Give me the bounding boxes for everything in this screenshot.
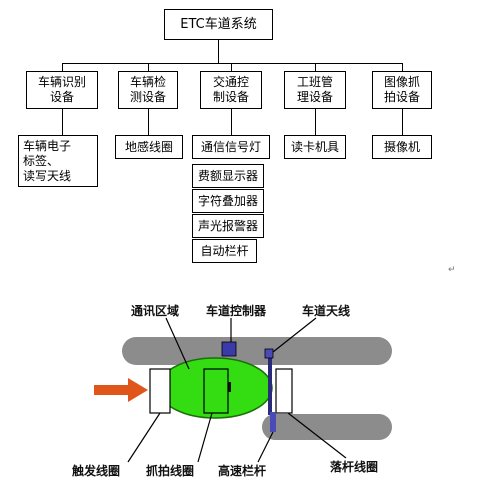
device-signal-light: 通信信号灯 — [192, 135, 270, 159]
device-loop-coil: 地感线圈 — [115, 135, 183, 159]
lane-center-mark — [228, 382, 231, 392]
branch-drop-1 — [62, 63, 63, 71]
capture-coil-shape — [203, 368, 229, 414]
trigger-coil-shape — [149, 368, 171, 414]
branch-drop-4 — [315, 63, 316, 71]
label-lane-antenna: 车道天线 — [302, 304, 351, 318]
comm-zone — [157, 357, 273, 419]
device-fee-display: 费额显示器 — [192, 164, 264, 188]
label-capture-coil: 抓拍线圈 — [146, 464, 195, 478]
device-auto-barrier: 自动栏杆 — [192, 239, 257, 263]
label-comm-zone: 通讯区域 — [131, 304, 180, 318]
subsystem-vehicle-id: 车辆识别 设备 — [26, 71, 98, 109]
connector-1 — [62, 109, 63, 135]
drop-coil-shape — [275, 368, 293, 414]
root-connector — [218, 40, 219, 63]
label-drop-coil: 落杆线圈 — [330, 460, 379, 474]
label-lane-controller: 车道控制器 — [206, 304, 267, 318]
svg-text:↵: ↵ — [448, 265, 456, 275]
connector-2 — [148, 109, 149, 135]
connector-5 — [402, 109, 403, 135]
subsystem-traffic-control: 交通控 制设备 — [200, 71, 262, 109]
lane-controller-shape — [221, 341, 237, 357]
subsystem-vehicle-detect: 车辆检 测设备 — [118, 71, 178, 109]
device-camera: 摄像机 — [372, 135, 432, 159]
device-electronic-tag-antenna: 车辆电子 标签、 读写天线 — [18, 135, 98, 187]
entry-arrow-shaft — [94, 385, 130, 395]
barrier-shape — [270, 412, 276, 432]
connector-3 — [231, 109, 232, 135]
branch-bar — [62, 63, 402, 64]
connector-4 — [315, 109, 316, 135]
label-trigger-coil: 触发线圈 — [72, 464, 121, 478]
root-node: ETC车道系统 — [164, 9, 273, 40]
branch-drop-2 — [148, 63, 149, 71]
device-sound-light-alarm: 声光报警器 — [192, 214, 264, 238]
upper-lane-road — [122, 337, 392, 365]
branch-drop-5 — [402, 63, 403, 71]
device-char-overlay: 字符叠加器 — [192, 189, 264, 213]
branch-drop-3 — [231, 63, 232, 71]
lower-lane-road — [262, 414, 392, 440]
label-barrier: 高速栏杆 — [218, 464, 267, 478]
subsystem-image-capture: 图像抓 拍设备 — [372, 71, 432, 109]
device-card-reader: 读卡机具 — [284, 135, 346, 159]
antenna-head — [264, 348, 274, 359]
entry-arrow-head — [128, 378, 148, 402]
subsystem-shift-management: 工班管 理设备 — [284, 71, 346, 109]
